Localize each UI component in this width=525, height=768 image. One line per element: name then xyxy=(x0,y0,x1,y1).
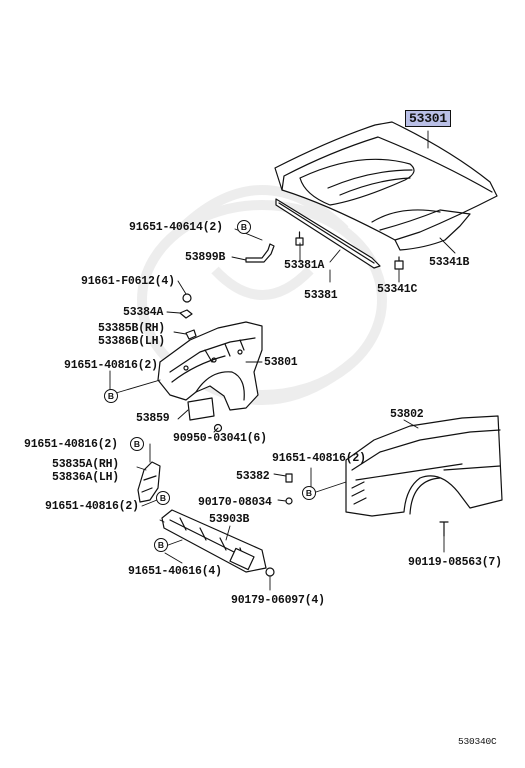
part-number-90170-08034[interactable]: 90170-08034 xyxy=(198,496,272,509)
part-90170 xyxy=(285,497,293,505)
part-number-53341b[interactable]: 53341B xyxy=(429,256,470,269)
part-number-53386b-lh[interactable]: 53386B(LH) xyxy=(98,335,166,348)
footer-code: 530340C xyxy=(458,736,497,747)
stopper-part xyxy=(179,309,193,319)
part-number-53903b[interactable]: 53903B xyxy=(209,513,250,526)
nut-90179 xyxy=(265,567,275,577)
hood-hinge-part xyxy=(245,243,275,263)
part-number-90950-03041[interactable]: 90950-03041(6) xyxy=(173,432,267,445)
part-number-90179-06097[interactable]: 90179-06097(4) xyxy=(231,594,325,607)
support-part xyxy=(161,509,267,573)
leader-lines xyxy=(109,130,456,591)
nut-part xyxy=(182,293,192,303)
part-number-53802[interactable]: 53802 xyxy=(390,408,424,421)
part-number-90119-08563[interactable]: 90119-08563(7) xyxy=(408,556,502,569)
hood-part xyxy=(274,121,498,251)
part-number-91651-40816-a[interactable]: 91651-40816(2) xyxy=(64,359,158,372)
fastener-badge-icon: B xyxy=(104,389,118,403)
part-number-91651-40816-d[interactable]: 91651-40816(2) xyxy=(45,500,139,513)
bracket-part xyxy=(185,329,197,340)
cover-part xyxy=(187,397,215,421)
part-number-53859[interactable]: 53859 xyxy=(136,412,170,425)
part-53382 xyxy=(285,473,293,483)
part-number-53382[interactable]: 53382 xyxy=(236,470,270,483)
fender-bracket-part xyxy=(137,461,161,503)
part-number-53899b[interactable]: 53899B xyxy=(185,251,226,264)
bolt-90119 xyxy=(439,521,449,537)
fastener-badge-icon: B xyxy=(302,486,316,500)
part-number-53385b-rh[interactable]: 53385B(RH) xyxy=(98,322,166,335)
part-number-53835a-rh[interactable]: 53835A(RH) xyxy=(52,458,120,471)
part-number-53836a-lh[interactable]: 53836A(LH) xyxy=(52,471,120,484)
part-number-91651-40616[interactable]: 91651-40616(4) xyxy=(128,565,222,578)
front-fender-part xyxy=(345,415,503,517)
fastener-badge-icon: B xyxy=(237,220,251,234)
part-number-53384a[interactable]: 53384A xyxy=(123,306,164,319)
part-number-53801[interactable]: 53801 xyxy=(264,356,298,369)
part-number-91651-40614[interactable]: 91651-40614(2) xyxy=(129,221,223,234)
fastener-badge-icon: B xyxy=(130,437,144,451)
fastener-badge-icon: B xyxy=(154,538,168,552)
part-number-91651-40816-c[interactable]: 91651-40816(2) xyxy=(272,452,366,465)
fender-apron-part xyxy=(157,321,263,411)
hood-seal-part xyxy=(275,198,381,269)
clip-53341c xyxy=(394,256,404,270)
part-number-91651-40816-b[interactable]: 91651-40816(2) xyxy=(24,438,118,451)
fastener-badge-icon: B xyxy=(156,491,170,505)
part-number-53381a[interactable]: 53381A xyxy=(284,259,325,272)
clip-53381a xyxy=(295,231,304,246)
part-number-53341c[interactable]: 53341C xyxy=(377,283,418,296)
part-number-91661-f0612[interactable]: 91661-F0612(4) xyxy=(81,275,175,288)
part-number-53301-highlighted[interactable]: 53301 xyxy=(405,110,452,127)
part-number-53381[interactable]: 53381 xyxy=(304,289,338,302)
